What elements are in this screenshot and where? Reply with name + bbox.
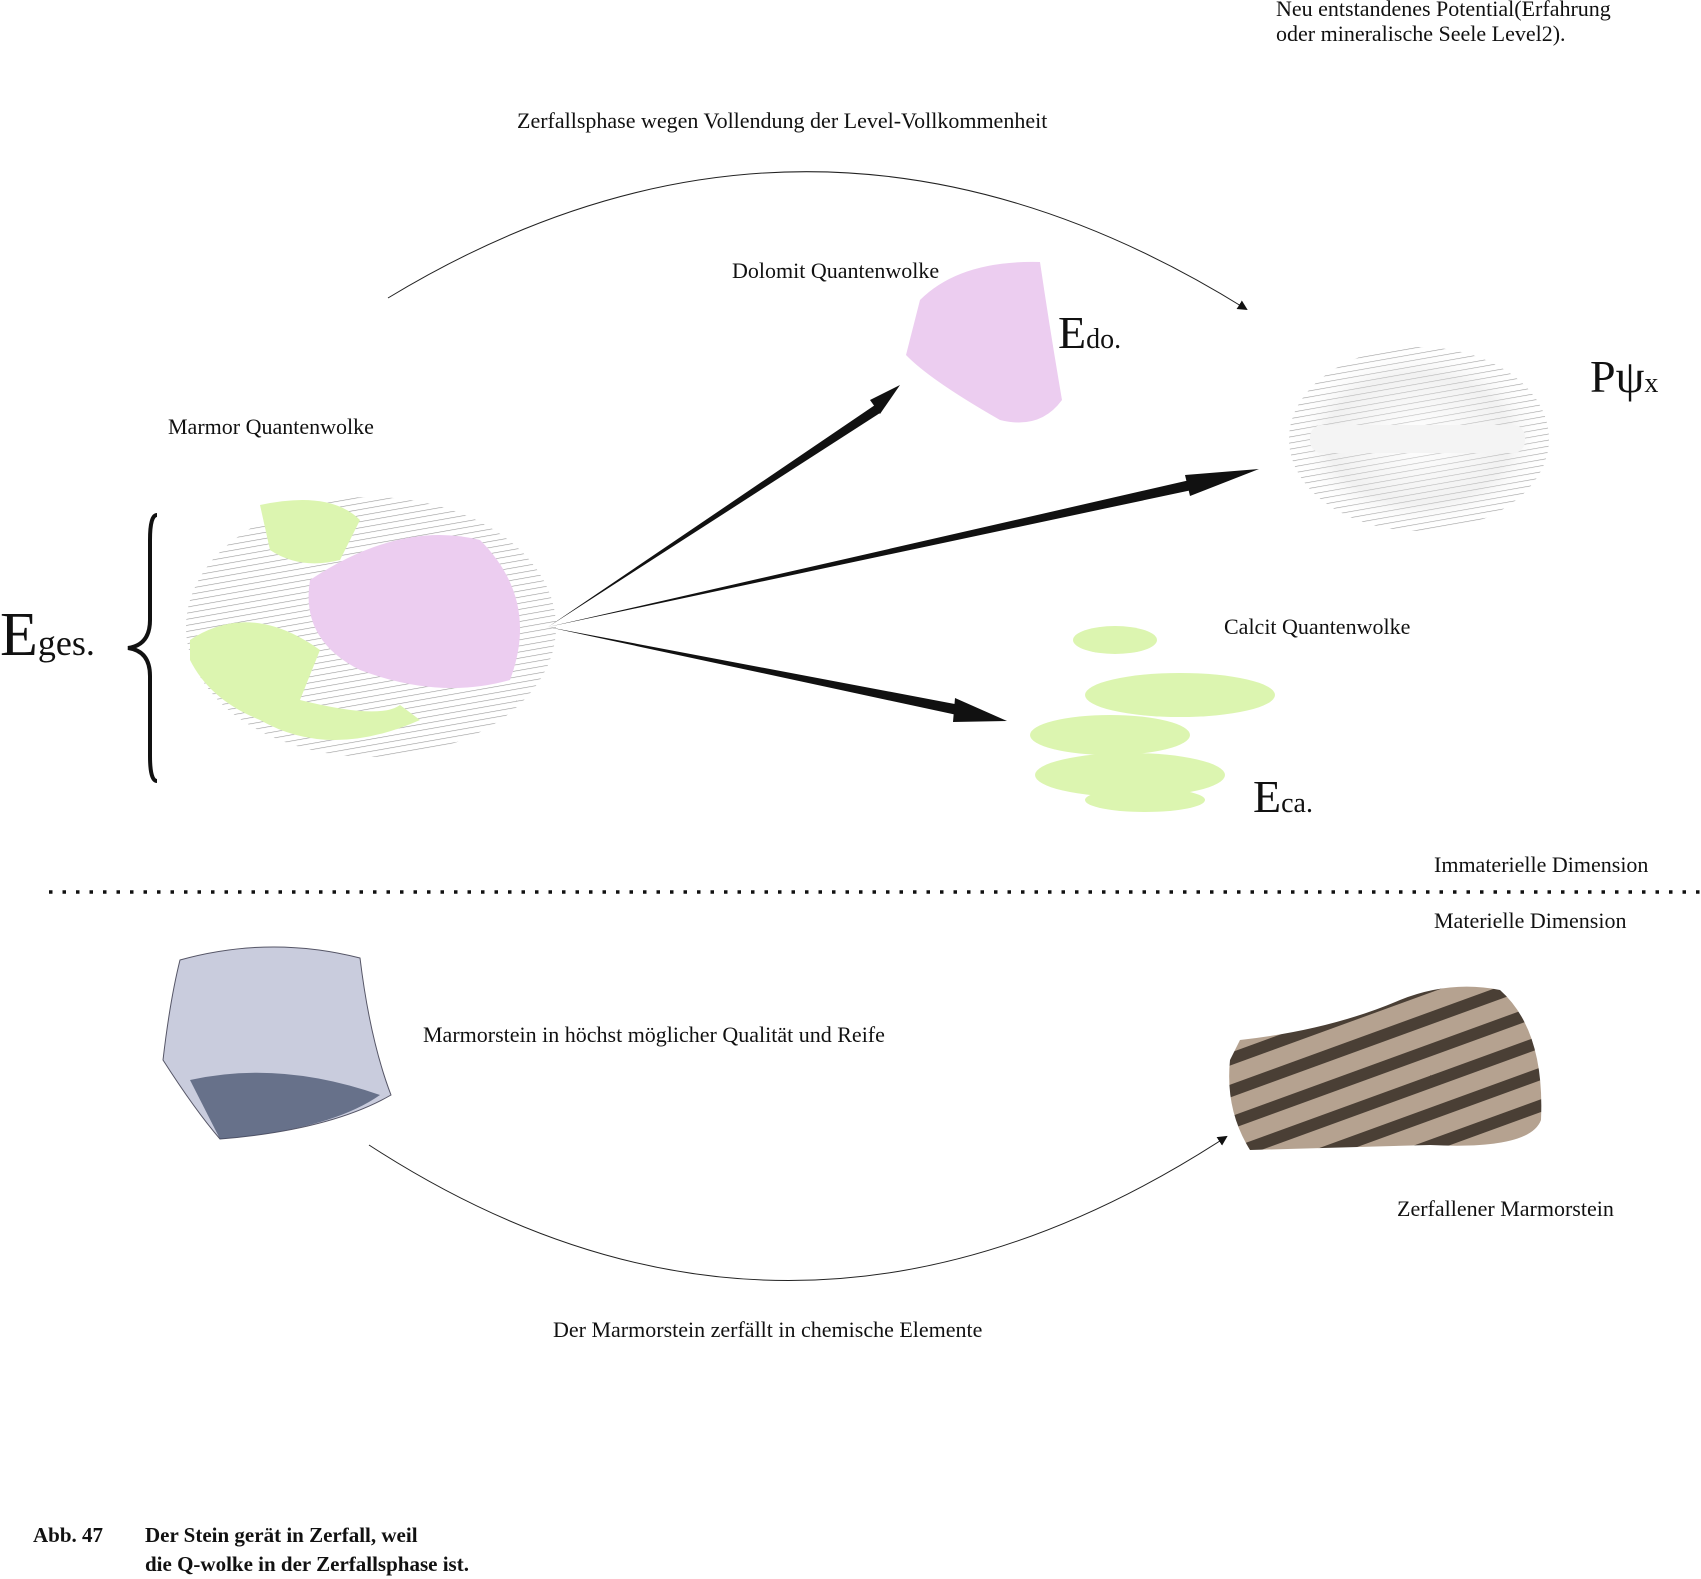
p-psi-main: Pψ [1590,351,1645,402]
marmor-quantum-cloud [186,497,556,757]
psi-quantum-cloud [1289,347,1549,531]
top-arc-label: Zerfallsphase wegen Vollendung der Level… [517,108,1048,133]
decayed-stone-label: Zerfallener Marmorstein [1397,1196,1614,1221]
e-ges-symbol: Eges. [0,600,95,671]
e-do-symbol: Edo. [1058,306,1121,359]
p-psi-symbol: Pψx [1590,350,1658,403]
bottom-arc-label: Der Marmorstein zerfällt in chemische El… [553,1317,983,1342]
top-note-line1: Neu entstandenes Potential(Erfahrung [1276,0,1611,21]
arrow-to-psi [548,480,1192,627]
immaterial-dimension-label: Immaterielle Dimension [1434,852,1649,877]
energy-arrows [548,385,1259,722]
e-ges-brace [127,513,158,783]
calcit-label: Calcit Quantenwolke [1224,614,1411,639]
top-note-line2: oder mineralische Seele Level2). [1276,21,1566,47]
material-dimension-label: Materielle Dimension [1434,908,1627,933]
e-ca-symbol: Eca. [1253,770,1313,823]
dolomit-cloud [906,261,1062,423]
caption-line2: die Q-wolke in der Zerfallsphase ist. [145,1552,469,1576]
top-arc-arrow [387,171,1248,311]
marmor-label: Marmor Quantenwolke [168,414,374,439]
arrow-to-dolomit [548,405,880,627]
caption-number: Abb. 47 [33,1523,104,1547]
arrow-to-calcit [548,627,960,715]
marble-stone-label: Marmorstein in höchst möglicher Qualität… [423,1022,885,1047]
e-do-sub: do. [1086,324,1122,355]
e-ca-sub: ca. [1281,788,1313,819]
e-ges-sub: ges. [37,623,95,663]
e-ca-main: E [1253,771,1282,822]
e-ges-main: E [0,601,38,669]
p-psi-sub: x [1644,368,1659,399]
e-do-main: E [1058,307,1087,358]
calcit-cloud [1030,626,1275,812]
dolomit-label: Dolomit Quantenwolke [732,258,940,283]
top-note: Neu entstandenes Potential(Erfahrung ode… [1276,0,1611,47]
bottom-arc-arrow [368,1135,1228,1281]
caption-line1: Der Stein gerät in Zerfall, weil [145,1523,418,1547]
decayed-stone-image [1229,986,1542,1150]
